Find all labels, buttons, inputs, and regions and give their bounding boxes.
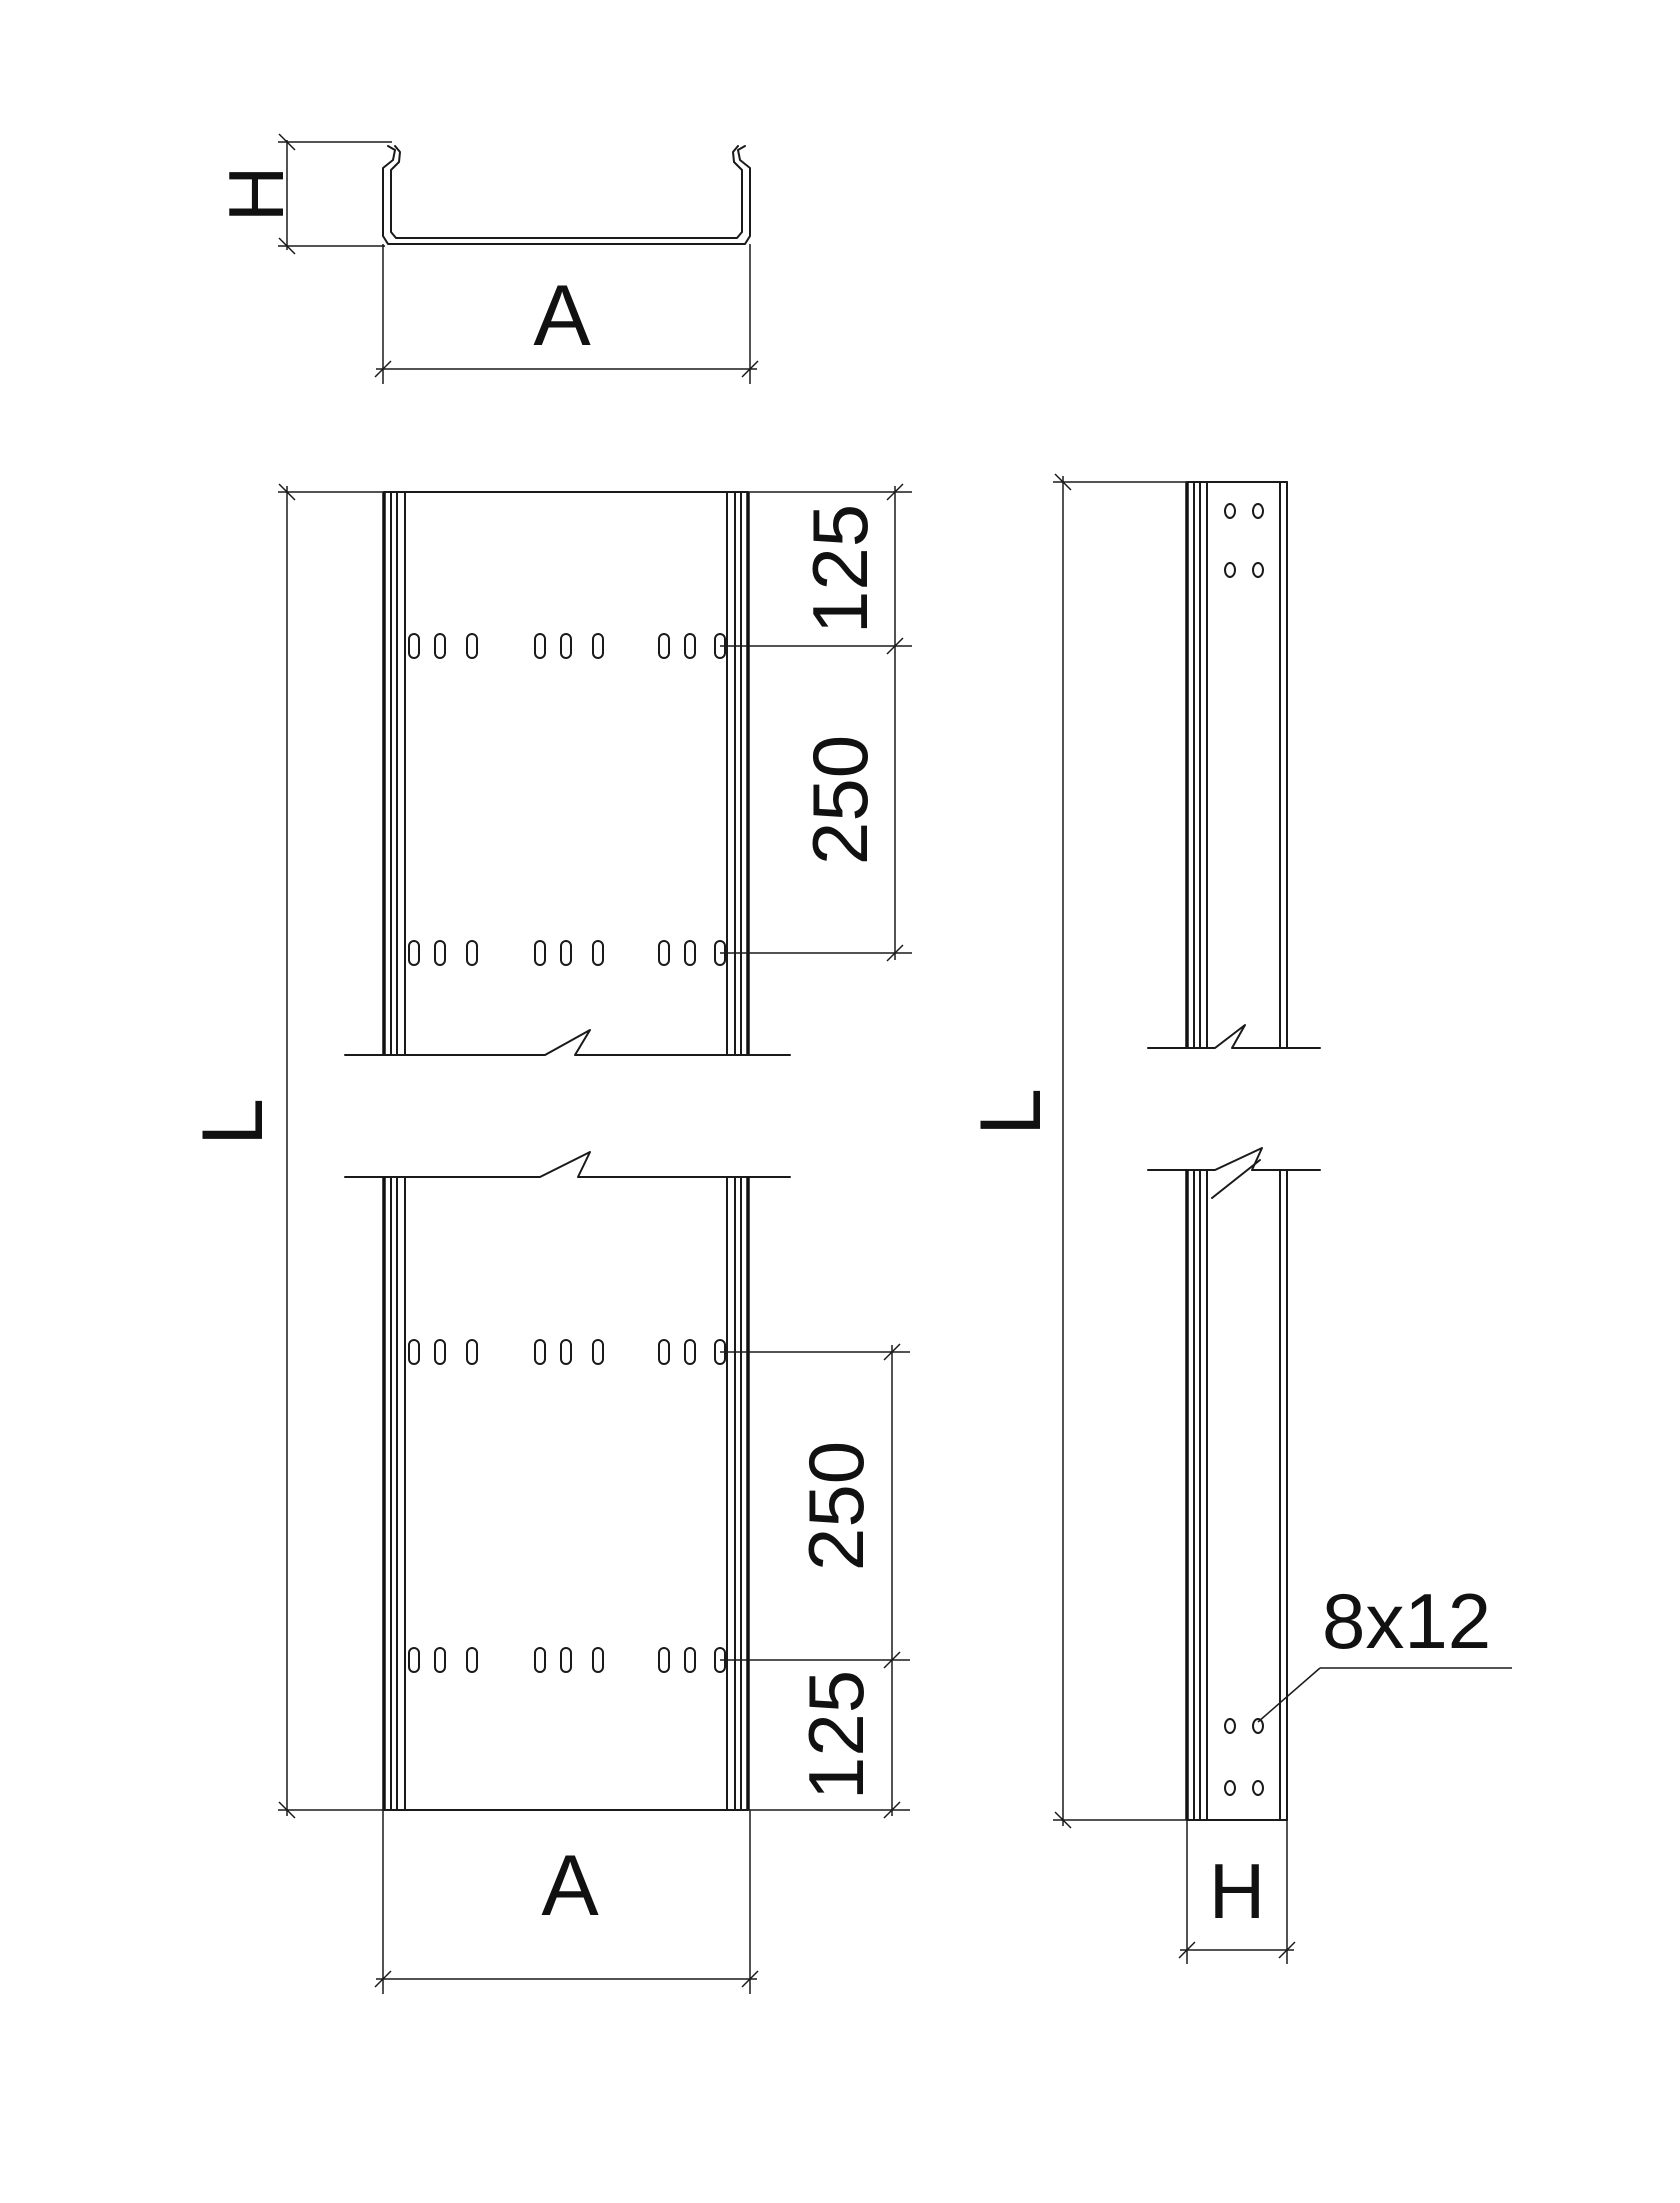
slot-hole — [434, 1339, 446, 1365]
top-length-label: L — [185, 1098, 281, 1146]
side-upper-break-line — [1147, 1024, 1321, 1049]
slot-hole — [534, 940, 546, 966]
top-width-dimension: A — [374, 1810, 759, 1994]
profile-width-dimension: A — [374, 244, 759, 384]
top-slot-row-3 — [408, 1339, 726, 1365]
profile-height-dimension: H — [212, 133, 392, 255]
side-height-dimension: H — [1178, 1820, 1296, 1964]
top-upper-break-line — [344, 1029, 791, 1056]
top-lower-segment — [344, 1151, 791, 1811]
top-end-offset-label: 125 — [796, 504, 884, 634]
slot-hole — [592, 1647, 604, 1673]
top-slot-row-1 — [408, 633, 726, 659]
slot-hole — [466, 633, 478, 659]
top-view: L A 125 250 — [185, 483, 912, 1994]
side-lower-break-line — [1147, 1147, 1321, 1171]
slot-hole — [534, 633, 546, 659]
slot-hole — [534, 1339, 546, 1365]
slot-hole — [658, 633, 670, 659]
top-length-dimension: L — [185, 483, 384, 1819]
slot-hole — [560, 1647, 572, 1673]
slot-hole — [466, 940, 478, 966]
bottom-pitch-label: 250 — [792, 1441, 880, 1571]
slot-hole — [658, 1647, 670, 1673]
slot-hole — [658, 940, 670, 966]
slot-hole — [408, 940, 420, 966]
side-length-label: L — [963, 1088, 1059, 1136]
slot-hole — [684, 1647, 696, 1673]
slot-hole — [434, 633, 446, 659]
slot-hole — [684, 940, 696, 966]
slot-hole — [408, 1647, 420, 1673]
slot-hole — [408, 633, 420, 659]
slot-hole — [466, 1647, 478, 1673]
top-width-label: A — [541, 1838, 599, 1934]
slot-hole — [684, 633, 696, 659]
top-slot-row-4 — [408, 1647, 726, 1673]
side-view: L H 8x12 — [963, 473, 1512, 1964]
side-upper-holes — [1224, 503, 1264, 578]
side-height-label: H — [1209, 1847, 1265, 1935]
profile-view: H A — [212, 133, 759, 384]
profile-width-label: A — [533, 268, 591, 364]
hole-size-label: 8x12 — [1322, 1577, 1491, 1665]
bottom-end-offset-label: 125 — [792, 1670, 880, 1800]
top-upper-segment — [344, 491, 791, 1056]
top-pitch-label: 250 — [796, 735, 884, 865]
side-length-dimension: L — [963, 473, 1187, 1829]
slot-hole — [466, 1339, 478, 1365]
top-upper-pitch-dimensions: 125 250 — [720, 483, 912, 962]
slot-hole — [592, 633, 604, 659]
slot-hole — [592, 940, 604, 966]
slot-hole — [560, 633, 572, 659]
slot-hole — [434, 940, 446, 966]
hole-size-callout: 8x12 — [1257, 1577, 1512, 1723]
tray-profile-outer — [382, 145, 751, 245]
slot-hole — [560, 1339, 572, 1365]
profile-height-label: H — [212, 166, 300, 222]
tray-profile-inner — [390, 145, 743, 239]
top-slot-row-2 — [408, 940, 726, 966]
slot-hole — [534, 1647, 546, 1673]
slot-hole — [592, 1339, 604, 1365]
side-upper-segment — [1147, 481, 1321, 1049]
slot-hole — [408, 1339, 420, 1365]
side-lower-segment — [1147, 1147, 1321, 1821]
slot-hole — [684, 1339, 696, 1365]
slot-hole — [560, 940, 572, 966]
side-lower-holes — [1224, 1718, 1264, 1796]
slot-hole — [434, 1647, 446, 1673]
top-lower-pitch-dimensions: 250 125 — [720, 1343, 910, 1819]
top-lower-break-line — [344, 1151, 791, 1178]
slot-hole — [658, 1339, 670, 1365]
